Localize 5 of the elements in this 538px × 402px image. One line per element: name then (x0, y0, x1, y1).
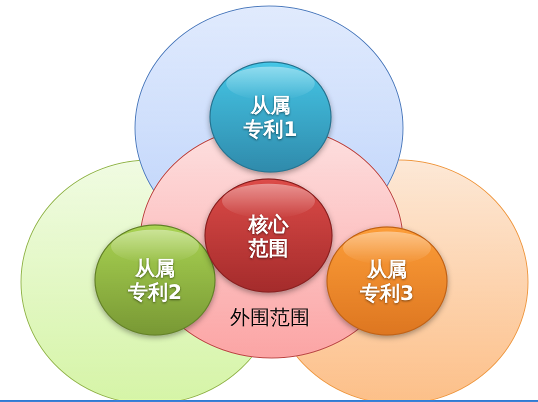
circle-label: 核心范围 (247, 212, 290, 260)
circle-label: 从属专利1 (242, 93, 298, 141)
circle-label: 从属专利2 (127, 256, 183, 304)
circle-label: 从属专利3 (359, 257, 415, 305)
circle-label: 外围范围 (230, 305, 310, 329)
